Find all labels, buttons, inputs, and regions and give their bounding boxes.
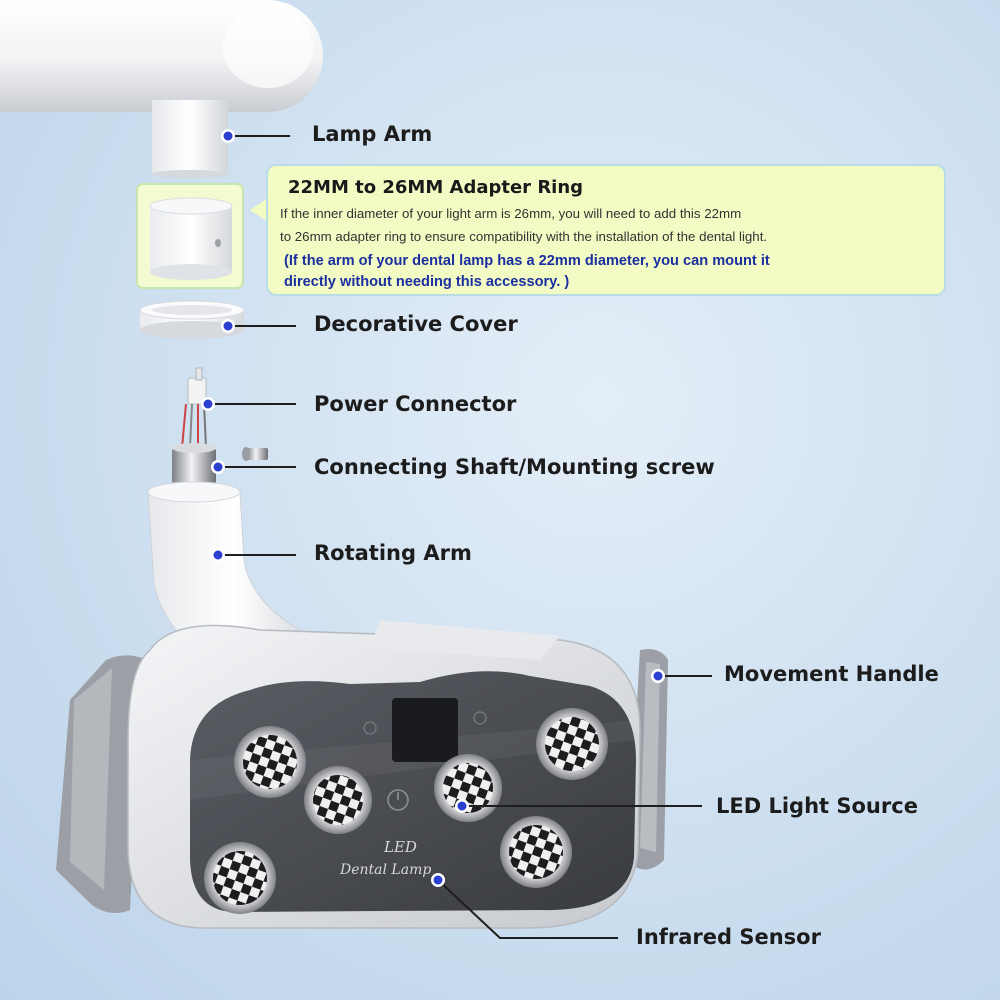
led-module bbox=[500, 816, 572, 888]
callout-title: 22MM to 26MM Adapter Ring bbox=[288, 177, 584, 198]
callout-text-line2: to 26mm adapter ring to ensure compatibi… bbox=[280, 229, 768, 244]
callout-note-line2: directly without needing this accessory.… bbox=[284, 274, 570, 290]
leader-lines bbox=[208, 135, 712, 939]
marker-dots bbox=[201, 129, 665, 887]
label-connecting-shaft: Connecting Shaft/Mounting screw bbox=[314, 455, 715, 479]
callout-note-line1: (If the arm of your dental lamp has a 22… bbox=[284, 253, 770, 269]
label-rotating-arm: Rotating Arm bbox=[314, 541, 472, 565]
lamp-brand-line1: LED bbox=[383, 838, 417, 856]
led-module bbox=[536, 708, 608, 780]
adapter-ring-part bbox=[136, 183, 244, 289]
label-decorative-cover: Decorative Cover bbox=[314, 312, 518, 336]
lamp-arm-part bbox=[0, 0, 323, 178]
callout-text-line1: If the inner diameter of your light arm … bbox=[280, 206, 742, 221]
leader-line-infrared-sensor bbox=[437, 879, 618, 939]
connecting-shaft-part bbox=[172, 443, 268, 484]
led-module bbox=[304, 766, 372, 834]
label-power-connector: Power Connector bbox=[314, 392, 517, 416]
led-module bbox=[234, 726, 306, 798]
lamp-brand-line2: Dental Lamp bbox=[339, 862, 431, 878]
label-infrared-sensor: Infrared Sensor bbox=[636, 925, 821, 949]
label-led-light-source: LED Light Source bbox=[716, 794, 918, 818]
label-lamp-arm: Lamp Arm bbox=[312, 122, 433, 146]
led-module bbox=[204, 842, 276, 914]
adapter-ring-callout: 22MM to 26MM Adapter Ring If the inner d… bbox=[266, 164, 946, 296]
callout-tail bbox=[250, 198, 268, 222]
decorative-cover-part bbox=[139, 300, 245, 339]
label-movement-handle: Movement Handle bbox=[724, 662, 939, 686]
led-module bbox=[434, 754, 502, 822]
power-connector-part bbox=[181, 367, 207, 449]
